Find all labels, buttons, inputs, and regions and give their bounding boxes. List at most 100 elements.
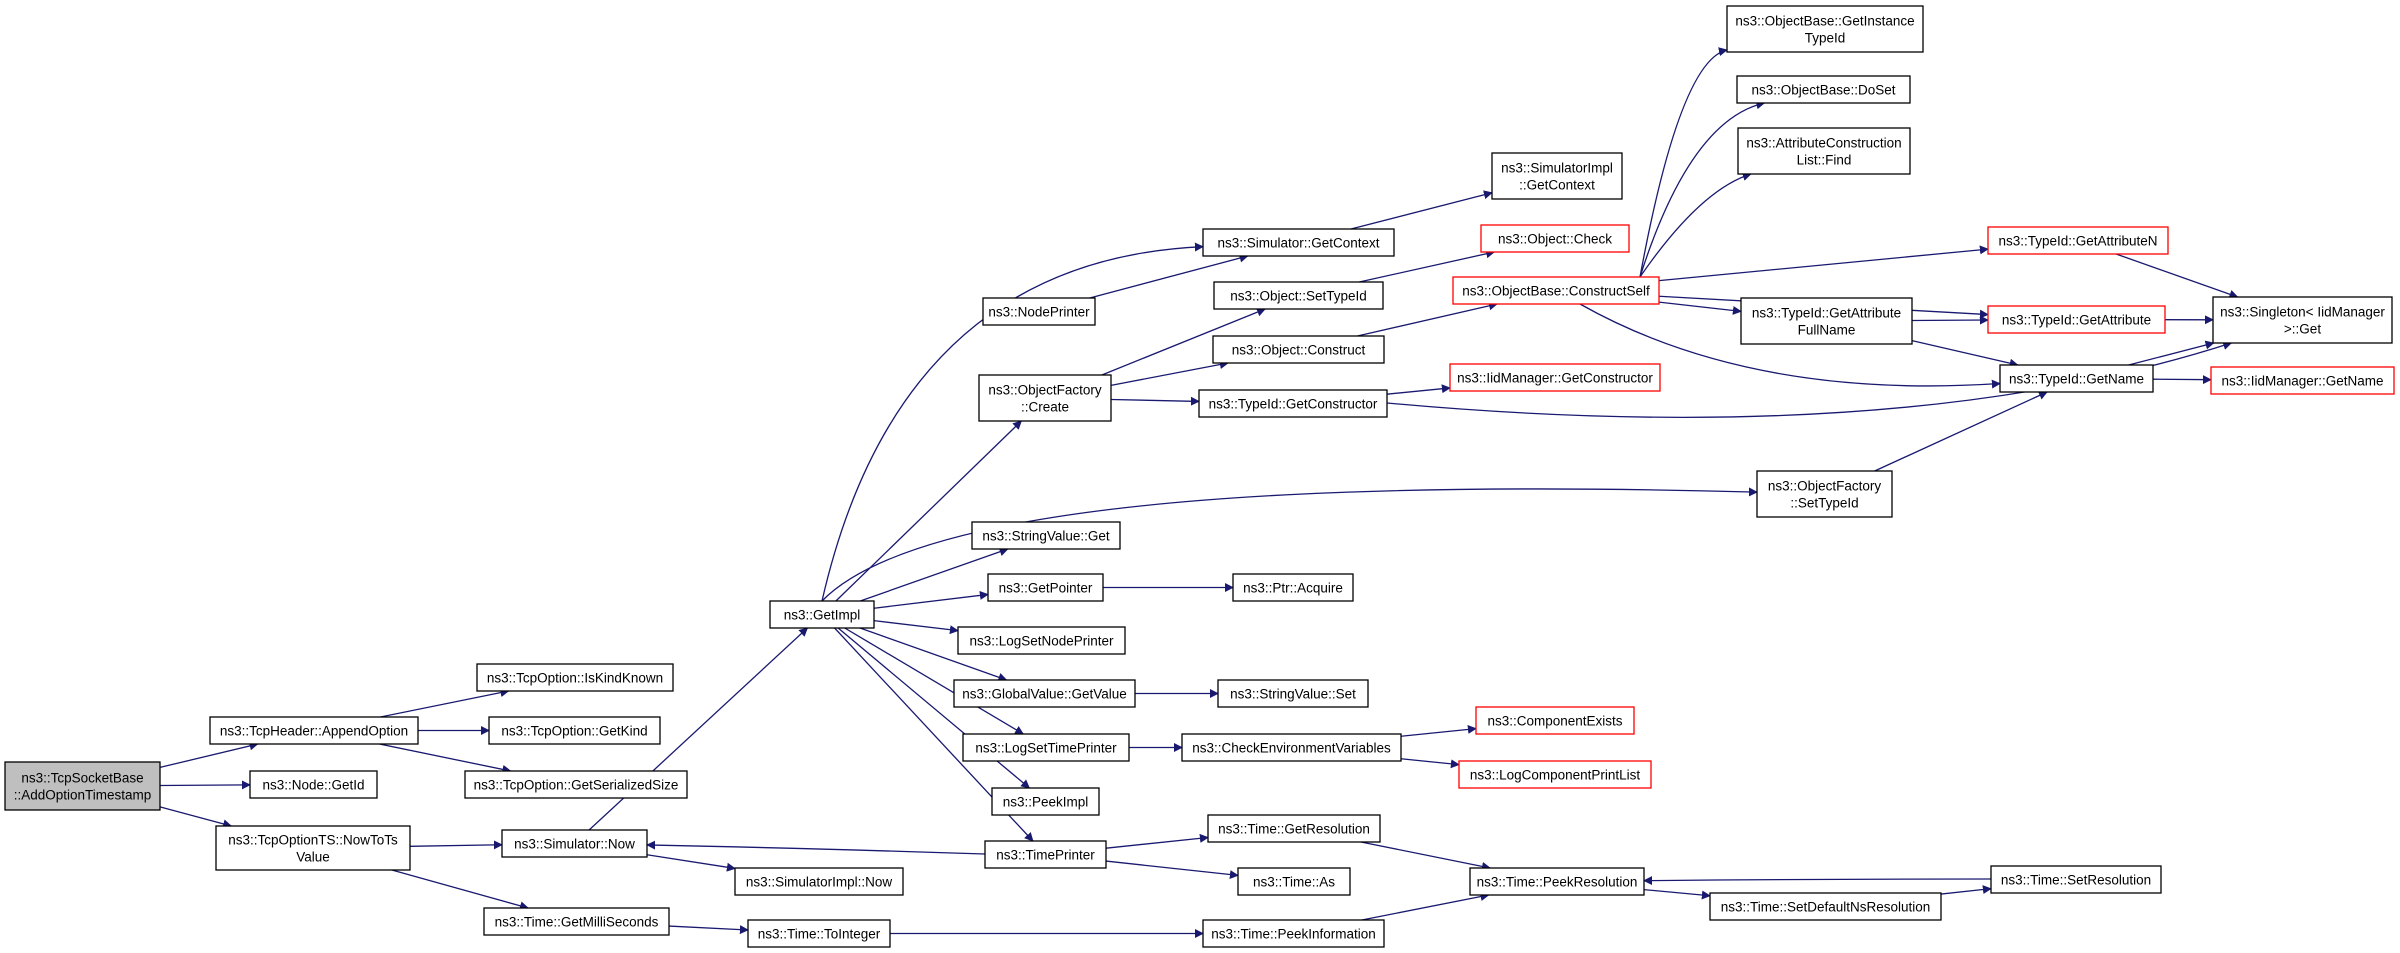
node-logCompPrint[interactable]: ns3::LogComponentPrintList [1458, 760, 1652, 789]
node-box[interactable] [2212, 296, 2393, 344]
node-iidGetCtor[interactable]: ns3::IidManager::GetConstructor [1449, 363, 1661, 392]
node-nodePrinter[interactable]: ns3::NodePrinter [982, 297, 1096, 326]
node-box[interactable] [1736, 75, 1911, 104]
node-box[interactable] [1212, 335, 1385, 364]
node-iidGetName[interactable]: ns3::IidManager::GetName [2210, 366, 2395, 395]
node-box[interactable] [1987, 305, 2166, 334]
node-objFactCreate[interactable]: ns3::ObjectFactory::Create [978, 374, 1112, 422]
node-isKindKnown[interactable]: ns3::TcpOption::IsKindKnown [476, 663, 674, 692]
node-getPointer[interactable]: ns3::GetPointer [987, 573, 1104, 602]
node-simImplGetContext[interactable]: ns3::SimulatorImpl::GetContext [1491, 152, 1623, 200]
node-box[interactable] [1987, 226, 2169, 255]
node-checkEnvVars[interactable]: ns3::CheckEnvironmentVariables [1181, 733, 1402, 762]
node-box[interactable] [1740, 297, 1913, 345]
node-box[interactable] [2210, 366, 2395, 395]
node-box[interactable] [1198, 389, 1388, 418]
node-box[interactable] [953, 679, 1136, 708]
node-getMilli[interactable]: ns3::Time::GetMilliSeconds [483, 907, 670, 936]
node-box[interactable] [1480, 224, 1630, 253]
node-box[interactable] [501, 829, 648, 858]
node-box[interactable] [957, 626, 1126, 655]
node-compExists[interactable]: ns3::ComponentExists [1475, 706, 1635, 735]
node-box[interactable] [1181, 733, 1402, 762]
node-box[interactable] [476, 663, 674, 692]
node-root[interactable]: ns3::TcpSocketBase::AddOptionTimestamp [4, 761, 161, 811]
node-logSetTimePrinter[interactable]: ns3::LogSetTimePrinter [962, 733, 1130, 762]
node-singletonGet[interactable]: ns3::Singleton< IidManager>::Get [2212, 296, 2393, 344]
node-timeSetRes[interactable]: ns3::Time::SetResolution [1990, 865, 2162, 894]
node-box[interactable] [1469, 867, 1645, 896]
node-box[interactable] [1452, 276, 1660, 305]
node-timePrinter[interactable]: ns3::TimePrinter [984, 840, 1107, 869]
node-logSetNodePrinter[interactable]: ns3::LogSetNodePrinter [957, 626, 1126, 655]
node-getSerSize[interactable]: ns3::TcpOption::GetSerializedSize [464, 770, 688, 799]
node-box[interactable] [962, 733, 1130, 762]
node-box[interactable] [1202, 228, 1395, 257]
node-box[interactable] [1458, 760, 1652, 789]
node-typeIdGetName[interactable]: ns3::TypeId::GetName [1999, 364, 2154, 393]
node-box[interactable] [1449, 363, 1661, 392]
node-setDefaultNsRes[interactable]: ns3::Time::SetDefaultNsResolution [1709, 892, 1942, 921]
node-globalValueGet[interactable]: ns3::GlobalValue::GetValue [953, 679, 1136, 708]
node-box[interactable] [1726, 5, 1924, 53]
node-box[interactable] [1202, 919, 1385, 948]
node-box[interactable] [1232, 573, 1354, 602]
node-box[interactable] [1207, 814, 1381, 843]
node-objCheck[interactable]: ns3::Object::Check [1480, 224, 1630, 253]
node-box[interactable] [1217, 679, 1369, 708]
node-ptrAcquire[interactable]: ns3::Ptr::Acquire [1232, 573, 1354, 602]
node-box[interactable] [215, 825, 411, 871]
node-stringValueSet[interactable]: ns3::StringValue::Set [1217, 679, 1369, 708]
node-nodeGetId[interactable]: ns3::Node::GetId [249, 770, 378, 799]
node-box[interactable] [982, 297, 1096, 326]
node-toInteger[interactable]: ns3::Time::ToInteger [747, 919, 891, 948]
node-peekRes[interactable]: ns3::Time::PeekResolution [1469, 867, 1645, 896]
node-simImplNow[interactable]: ns3::SimulatorImpl::Now [734, 867, 904, 896]
node-objConstruct[interactable]: ns3::Object::Construct [1212, 335, 1385, 364]
node-typeIdGetCtor[interactable]: ns3::TypeId::GetConstructor [1198, 389, 1388, 418]
node-box[interactable] [769, 600, 875, 629]
node-box[interactable] [1756, 470, 1893, 518]
node-constructSelf[interactable]: ns3::ObjectBase::ConstructSelf [1452, 276, 1660, 305]
node-box[interactable] [1709, 892, 1942, 921]
node-getAttribute[interactable]: ns3::TypeId::GetAttribute [1987, 305, 2166, 334]
node-peekInfo[interactable]: ns3::Time::PeekInformation [1202, 919, 1385, 948]
node-box[interactable] [1491, 152, 1623, 200]
node-box[interactable] [747, 919, 891, 948]
node-box[interactable] [991, 787, 1100, 816]
node-objFactSetTypeId[interactable]: ns3::ObjectFactory::SetTypeId [1756, 470, 1893, 518]
node-appendOption[interactable]: ns3::TcpHeader::AppendOption [209, 716, 419, 745]
node-objSetTypeId[interactable]: ns3::Object::SetTypeId [1213, 281, 1384, 310]
node-getAttributeN[interactable]: ns3::TypeId::GetAttributeN [1987, 226, 2169, 255]
node-getImpl[interactable]: ns3::GetImpl [769, 600, 875, 629]
node-box[interactable] [1213, 281, 1384, 310]
node-box[interactable] [1475, 706, 1635, 735]
node-box[interactable] [984, 840, 1107, 869]
node-box[interactable] [987, 573, 1104, 602]
node-box[interactable] [488, 716, 661, 745]
node-box[interactable] [1990, 865, 2162, 894]
node-box[interactable] [464, 770, 688, 799]
node-box[interactable] [1737, 127, 1911, 175]
node-stringValueGet[interactable]: ns3::StringValue::Get [971, 521, 1121, 550]
node-box[interactable] [971, 521, 1121, 550]
node-box[interactable] [978, 374, 1112, 422]
node-box[interactable] [1237, 867, 1351, 896]
node-peekImpl[interactable]: ns3::PeekImpl [991, 787, 1100, 816]
node-box[interactable] [1999, 364, 2154, 393]
node-box[interactable] [4, 761, 161, 811]
node-timeGetRes[interactable]: ns3::Time::GetResolution [1207, 814, 1381, 843]
node-doSet[interactable]: ns3::ObjectBase::DoSet [1736, 75, 1911, 104]
node-simGetContext[interactable]: ns3::Simulator::GetContext [1202, 228, 1395, 257]
node-getKind[interactable]: ns3::TcpOption::GetKind [488, 716, 661, 745]
node-box[interactable] [734, 867, 904, 896]
node-box[interactable] [209, 716, 419, 745]
node-timeAs[interactable]: ns3::Time::As [1237, 867, 1351, 896]
node-simNow[interactable]: ns3::Simulator::Now [501, 829, 648, 858]
node-box[interactable] [249, 770, 378, 799]
node-box[interactable] [483, 907, 670, 936]
